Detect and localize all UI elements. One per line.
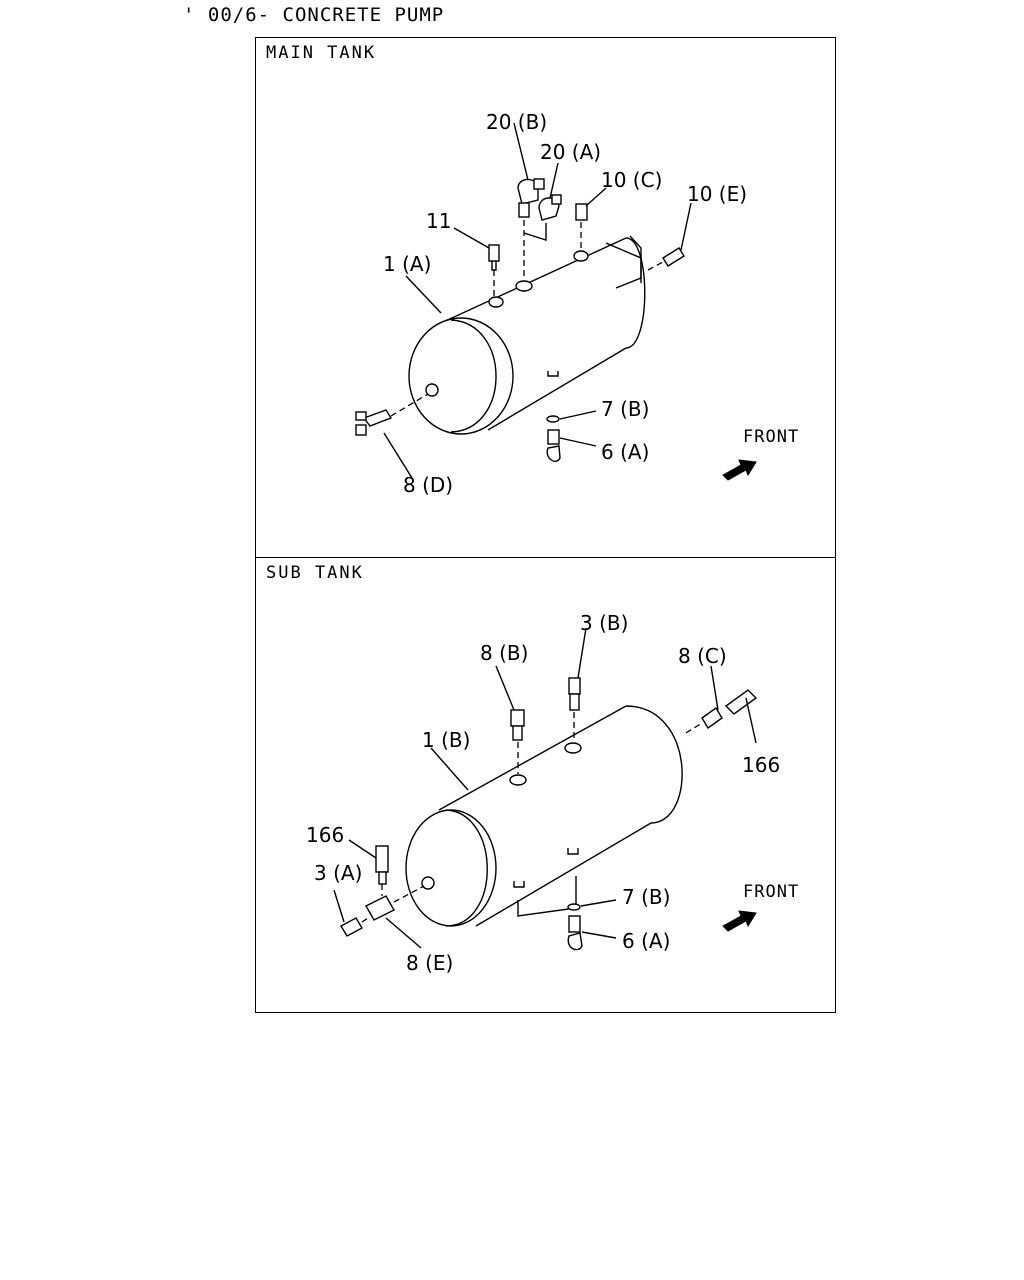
fitting-8d	[355, 393, 429, 436]
main-tank-diagram: 20 (B) 20 (A) 10 (C) 10 (E) 11 1 (A) 7 (…	[355, 110, 799, 497]
fitting-8c	[685, 689, 758, 734]
fitting-11	[488, 244, 500, 296]
callout-3b: 3 (B)	[580, 611, 628, 635]
callout-7b: 7 (B)	[601, 397, 649, 421]
callout-10c: 10 (C)	[601, 168, 662, 192]
callout-8d: 8 (D)	[403, 473, 453, 497]
callout-20b: 20 (B)	[486, 110, 547, 134]
fitting-8b	[510, 709, 525, 774]
front-arrow-icon	[722, 910, 757, 932]
callout-10e: 10 (E)	[687, 182, 747, 206]
fitting-3b	[568, 677, 581, 742]
fitting-10c	[575, 203, 588, 250]
main-tank-title: MAIN TANK	[266, 43, 377, 63]
fitting-6a-sub	[567, 915, 583, 951]
callout-8b: 8 (B)	[480, 641, 528, 665]
callout-1a: 1 (A)	[383, 252, 431, 276]
main-tank-panel: MAIN TANK	[255, 37, 836, 558]
fitting-166-left	[375, 845, 389, 896]
fitting-6a	[546, 429, 561, 462]
front-label-sub: FRONT	[743, 882, 799, 902]
callout-1b: 1 (B)	[422, 728, 470, 752]
callout-7b-sub: 7 (B)	[622, 885, 670, 909]
callout-20a: 20 (A)	[540, 140, 601, 164]
callout-166-right: 166	[742, 753, 780, 777]
main-tank-body	[408, 235, 646, 435]
callout-8c: 8 (C)	[678, 644, 727, 668]
fitting-3a	[340, 917, 369, 937]
sub-tank-diagram: 3 (B) 8 (B) 8 (C) 1 (B) 166 166 3 (A) 7 …	[306, 611, 799, 975]
fitting-10e	[647, 247, 685, 271]
callout-6a-sub: 6 (A)	[622, 929, 670, 953]
fitting-20a	[523, 194, 562, 241]
callout-6a: 6 (A)	[601, 440, 649, 464]
fitting-8e	[365, 885, 425, 921]
callout-166-left: 166	[306, 823, 344, 847]
sub-tank-panel: SUB TANK	[255, 557, 836, 1013]
sub-tank-title: SUB TANK	[266, 563, 364, 583]
page-title: ' 00/6- CONCRETE PUMP	[183, 4, 445, 26]
front-label: FRONT	[743, 427, 799, 447]
callout-8e: 8 (E)	[406, 951, 453, 975]
callout-3a: 3 (A)	[314, 861, 362, 885]
front-arrow-icon	[722, 459, 757, 481]
sub-tank-body	[405, 705, 683, 927]
fitting-20b	[517, 178, 545, 280]
callout-11: 11	[426, 209, 451, 233]
